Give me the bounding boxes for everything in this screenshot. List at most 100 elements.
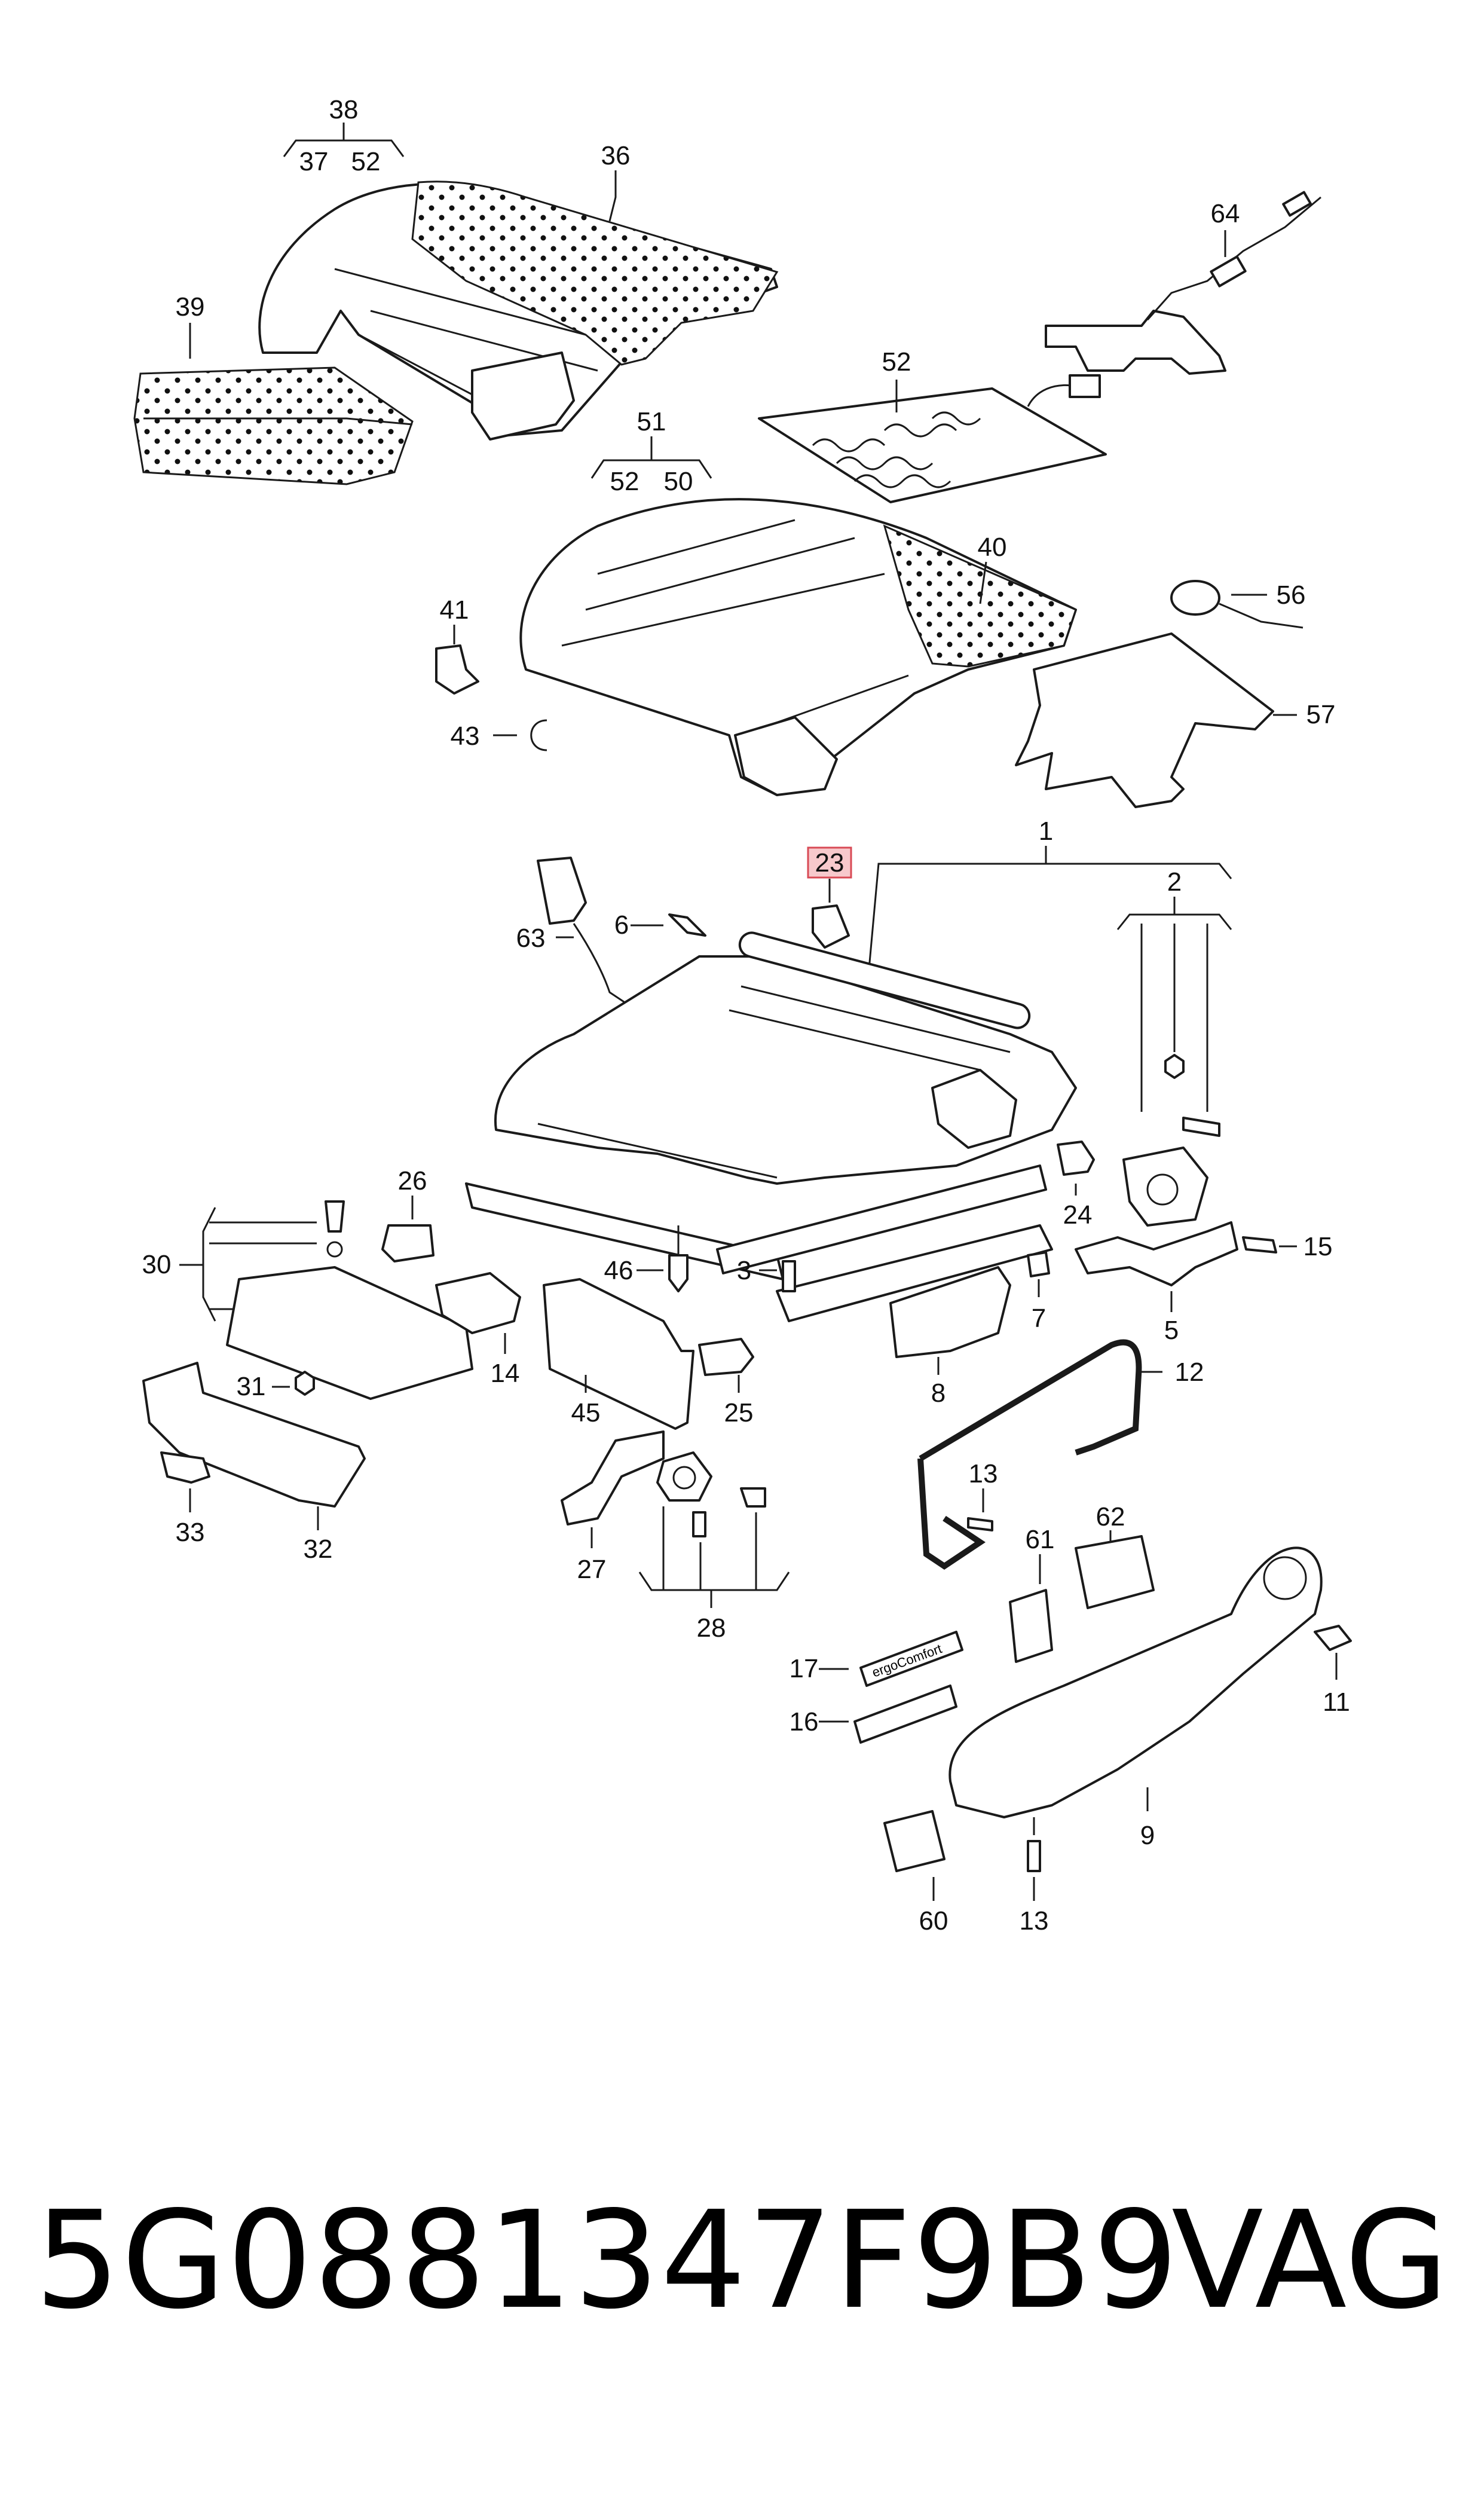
callout-13-lower: 13 bbox=[1020, 1906, 1049, 1936]
clip-33 bbox=[160, 1451, 210, 1484]
screw-3 bbox=[782, 1260, 796, 1292]
callout-64: 64 bbox=[1211, 199, 1240, 228]
panel-45 bbox=[543, 1278, 694, 1430]
callout-27: 27 bbox=[577, 1555, 607, 1584]
callout-61: 61 bbox=[1026, 1525, 1055, 1554]
callout-16: 16 bbox=[790, 1707, 819, 1737]
rivet-46 bbox=[668, 1254, 689, 1292]
washer-30 bbox=[326, 1241, 343, 1258]
callout-7: 7 bbox=[1032, 1304, 1046, 1333]
callout-63: 63 bbox=[516, 924, 546, 953]
nut-31 bbox=[295, 1371, 315, 1396]
callout-62: 62 bbox=[1096, 1502, 1125, 1531]
callout-2: 2 bbox=[1167, 867, 1182, 897]
clip-43 bbox=[530, 719, 547, 751]
callout-26: 26 bbox=[398, 1166, 427, 1196]
module-62 bbox=[1075, 1535, 1155, 1609]
clip-7 bbox=[1027, 1251, 1050, 1277]
callout-25: 25 bbox=[724, 1398, 754, 1427]
callout-45: 45 bbox=[571, 1398, 601, 1427]
callout-1: 1 bbox=[1039, 817, 1053, 846]
callout-46: 46 bbox=[604, 1256, 634, 1285]
callout-39: 39 bbox=[176, 292, 205, 322]
backrest-upper-cushion bbox=[258, 181, 779, 441]
trim-32 bbox=[142, 1362, 366, 1508]
seat-tray bbox=[226, 1266, 473, 1400]
callout-52: 52 bbox=[351, 147, 381, 176]
pad-14 bbox=[435, 1272, 521, 1334]
callout-17: 17 bbox=[790, 1654, 819, 1683]
front-cushion-39 bbox=[133, 366, 414, 485]
seat-frame bbox=[465, 931, 1077, 1322]
callout-28: 28 bbox=[697, 1613, 726, 1643]
group-bracket-51 bbox=[590, 436, 712, 479]
callout-12: 12 bbox=[1175, 1358, 1204, 1387]
callout-57: 57 bbox=[1306, 700, 1336, 729]
bolt-2 bbox=[1182, 1117, 1220, 1137]
clip-25 bbox=[698, 1338, 754, 1376]
callout-43: 43 bbox=[451, 722, 480, 751]
callout-8: 8 bbox=[931, 1378, 946, 1408]
callout-14: 14 bbox=[491, 1359, 520, 1388]
callout-50: 50 bbox=[664, 467, 693, 496]
belt-buckle-63 bbox=[537, 857, 628, 1005]
group-bracket-2 bbox=[1116, 897, 1232, 1112]
cap-24 bbox=[1057, 1141, 1095, 1176]
callout-9: 9 bbox=[1140, 1821, 1155, 1850]
wiring-harness-64 bbox=[1045, 191, 1321, 375]
seat-cushion-40 bbox=[519, 498, 1077, 796]
group-bracket-1 bbox=[865, 846, 1232, 996]
callout-6: 6 bbox=[614, 910, 629, 940]
callout-11: 11 bbox=[1323, 1687, 1350, 1717]
seat-exploded-diagram: 38 37 52 36 39 52 51 52 50 40 bbox=[133, 95, 1352, 1936]
clip-23 bbox=[812, 904, 850, 949]
callout-3: 3 bbox=[737, 1256, 751, 1285]
occupant-mat-57 bbox=[1015, 632, 1274, 808]
callout-36: 36 bbox=[601, 141, 631, 170]
callout-52-pair: 52 bbox=[610, 467, 640, 496]
callout-38: 38 bbox=[329, 95, 359, 124]
handle-27 bbox=[561, 1430, 665, 1526]
screw-15 bbox=[1242, 1236, 1277, 1254]
screw-13b bbox=[1027, 1840, 1041, 1872]
clip-26 bbox=[381, 1224, 435, 1262]
side-trim-9 bbox=[948, 1546, 1323, 1818]
trim-8 bbox=[889, 1266, 1011, 1358]
rod-12 bbox=[917, 1339, 1142, 1570]
callout-40: 40 bbox=[978, 533, 1007, 562]
callout-52-mat: 52 bbox=[882, 347, 911, 377]
callout-41: 41 bbox=[440, 595, 469, 625]
group-bracket-38 bbox=[283, 123, 405, 157]
callout-32: 32 bbox=[304, 1534, 333, 1564]
callout-30: 30 bbox=[142, 1250, 172, 1279]
callout-23-highlight[interactable] bbox=[807, 846, 852, 879]
sensor-56 bbox=[1170, 580, 1304, 629]
recliner-mechanism-5 bbox=[1075, 1147, 1238, 1286]
bolt-6 bbox=[668, 913, 706, 937]
brand-label: VAG bbox=[1171, 2182, 1449, 2339]
callout-24: 24 bbox=[1063, 1200, 1093, 1230]
heating-mat-52 bbox=[758, 374, 1107, 503]
switch-17: ergoComfort bbox=[859, 1631, 963, 1687]
clip-11 bbox=[1314, 1625, 1352, 1651]
callout-51: 51 bbox=[637, 407, 666, 436]
callout-56: 56 bbox=[1277, 580, 1306, 610]
bolt-30 bbox=[325, 1200, 345, 1233]
screw-13a bbox=[967, 1517, 993, 1531]
part-number: 5G0881347F9B9 bbox=[35, 2182, 1180, 2339]
callout-37: 37 bbox=[299, 147, 329, 176]
module-61 bbox=[1009, 1589, 1053, 1663]
lumbar-adjuster-28 bbox=[638, 1451, 790, 1608]
clip-41 bbox=[435, 644, 479, 695]
callout-13-upper: 13 bbox=[969, 1459, 998, 1488]
switch-16 bbox=[853, 1685, 957, 1744]
callout-33: 33 bbox=[176, 1518, 205, 1547]
callout-5: 5 bbox=[1164, 1316, 1179, 1345]
switch-60 bbox=[883, 1810, 946, 1872]
side-trim-hole bbox=[1263, 1556, 1307, 1600]
callout-60: 60 bbox=[919, 1906, 948, 1936]
callout-31: 31 bbox=[237, 1372, 266, 1401]
nut-2 bbox=[1164, 1054, 1185, 1079]
callout-23[interactable]: 23 bbox=[815, 848, 844, 878]
callout-15: 15 bbox=[1304, 1232, 1333, 1261]
